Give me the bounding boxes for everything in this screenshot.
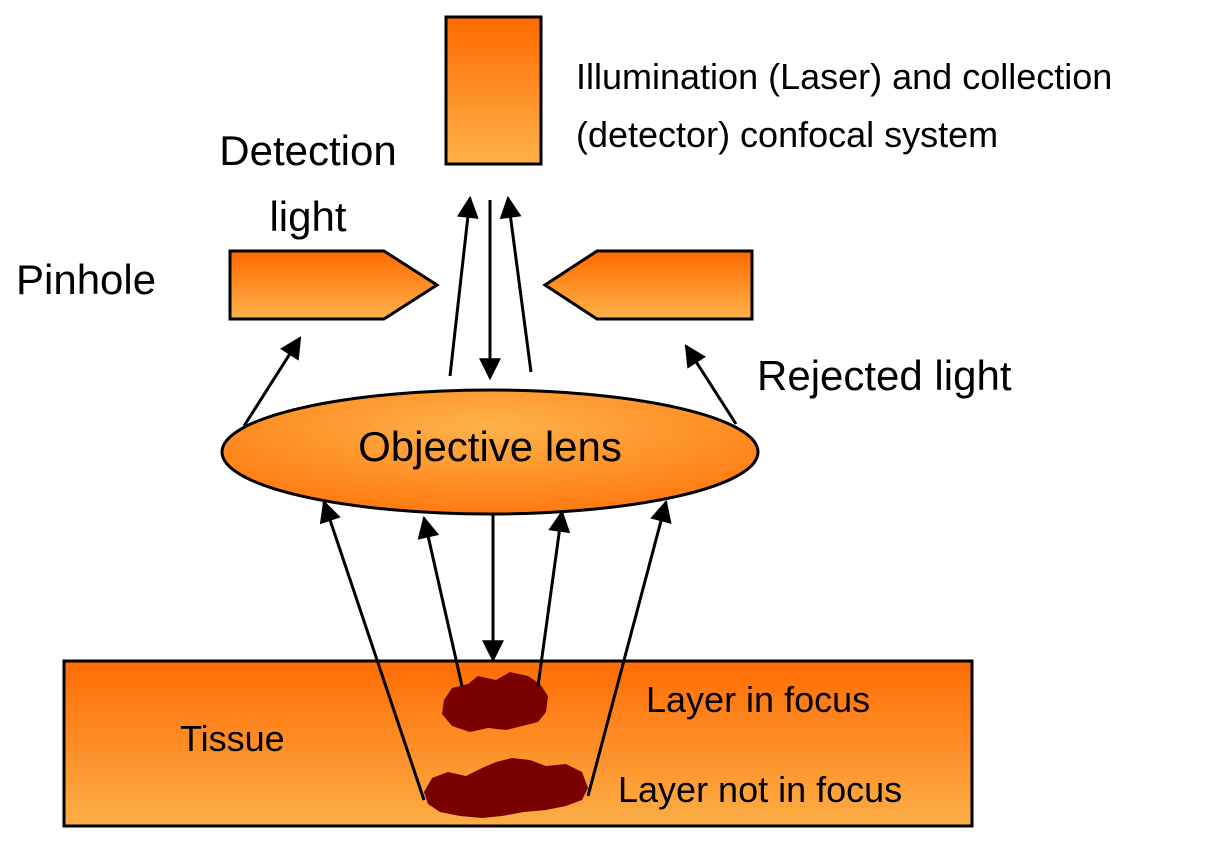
detection-label-line2: light [269,193,347,240]
pinhole-left-plate [228,249,440,321]
out-of-focus-arrow-right [586,499,672,797]
illumination-label: Illumination (Laser) and collection (det… [576,48,1112,164]
illumination-label-line1: Illumination (Laser) and collection [576,56,1113,97]
layer-in-focus-label: Layer in focus [646,679,871,720]
objective-lens [220,388,760,516]
focus-arrow-right [536,509,571,687]
objective-lens-label: Objective lens [358,423,622,470]
out-of-focus-layer-blob [424,758,588,818]
rejected-arrow-right [684,344,738,425]
layer-not-in-focus-label: Layer not in focus [618,769,903,810]
detection-arrow-left [448,195,479,377]
detection-label-line1: Detection [219,127,397,174]
focus-layer-blob [442,672,548,732]
focus-arrow-left [417,515,464,687]
illumination-label-line2: (detector) confocal system [576,114,999,155]
rejected-light-label: Rejected light [757,352,1012,399]
illumination-box [444,15,543,166]
detection-light-label: Detection light [198,118,418,250]
rejected-arrow-left [242,336,302,427]
pinhole-right-plate [542,249,754,321]
detection-arrow-right [499,195,533,373]
pinhole-label: Pinhole [16,256,157,303]
tissue-label: Tissue [180,718,285,759]
out-of-focus-arrow-left [319,499,426,801]
